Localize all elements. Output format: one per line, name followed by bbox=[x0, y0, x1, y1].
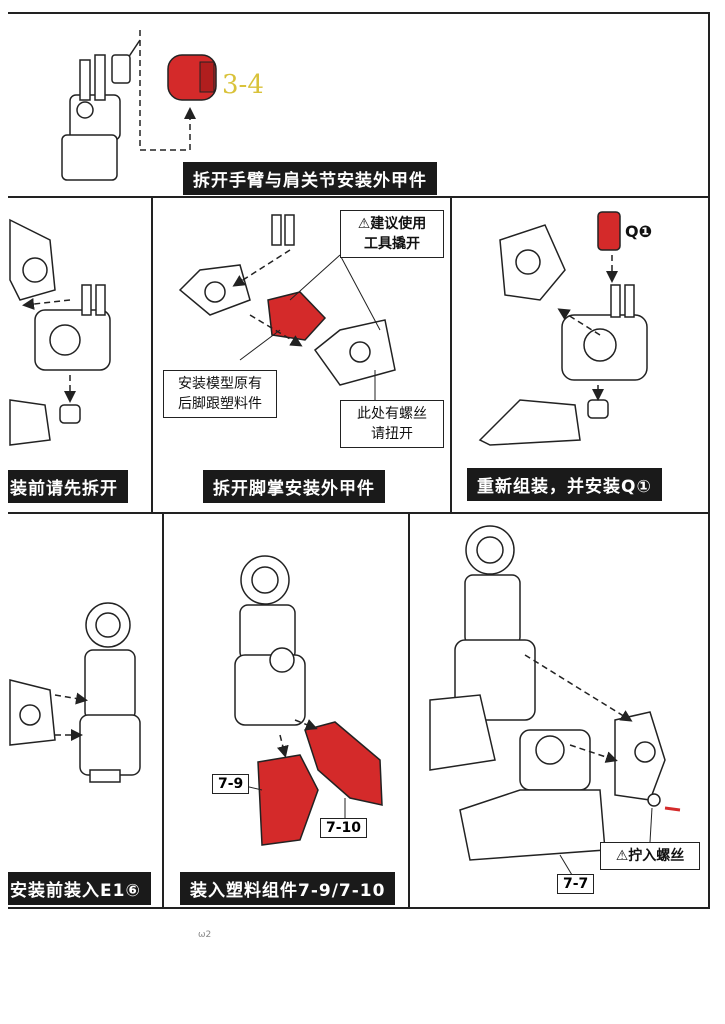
callout-original-heel: 安装模型原有 后脚跟塑料件 bbox=[163, 370, 277, 418]
caption-install-e1: 安装前装入E1⑥ bbox=[8, 872, 151, 905]
label-7-9: 7-9 bbox=[212, 774, 250, 794]
callout-screw-in: ⚠拧入螺丝 bbox=[600, 842, 700, 870]
arrow-dashed bbox=[139, 30, 196, 151]
callout-tool-pry: ⚠建议使用 工具撬开 bbox=[340, 210, 444, 258]
red-plastic-part-7-10 bbox=[304, 721, 383, 806]
foot-disassembly-illustration bbox=[9, 218, 111, 446]
label-q1: Q❶ bbox=[625, 222, 653, 241]
caption-reassemble: 重新组装，并安装Q① bbox=[467, 468, 662, 501]
red-q1-part bbox=[597, 211, 621, 251]
footer-mark: ω2 bbox=[198, 930, 212, 940]
reassembly-illustration bbox=[478, 224, 648, 446]
red-shoulder-armor-part bbox=[167, 54, 217, 101]
label-7-10: 7-10 bbox=[320, 818, 368, 838]
caption-foot-palm: 拆开脚掌安装外甲件 bbox=[203, 470, 385, 503]
plastic-parts-illustration bbox=[234, 555, 306, 726]
red-heel-armor-part bbox=[267, 291, 327, 341]
caption-arm-shoulder: 拆开手臂与肩关节安装外甲件 bbox=[183, 162, 437, 195]
foot-palm-illustration bbox=[178, 214, 396, 386]
red-screw bbox=[664, 806, 681, 812]
caption-remove-first: 装前请先拆开 bbox=[8, 470, 128, 503]
screw-install-illustration bbox=[429, 525, 666, 861]
label-7-7: 7-7 bbox=[557, 874, 595, 894]
e1-install-illustration bbox=[9, 602, 141, 783]
callout-screw-here: 此处有螺丝 请扭开 bbox=[340, 400, 444, 448]
red-plastic-part-7-9 bbox=[257, 754, 319, 846]
arm-shoulder-illustration bbox=[61, 39, 141, 181]
caption-install-plastic: 装入塑料组件7-9/7-10 bbox=[180, 872, 396, 905]
handwritten-note: 3-4 bbox=[222, 70, 264, 100]
